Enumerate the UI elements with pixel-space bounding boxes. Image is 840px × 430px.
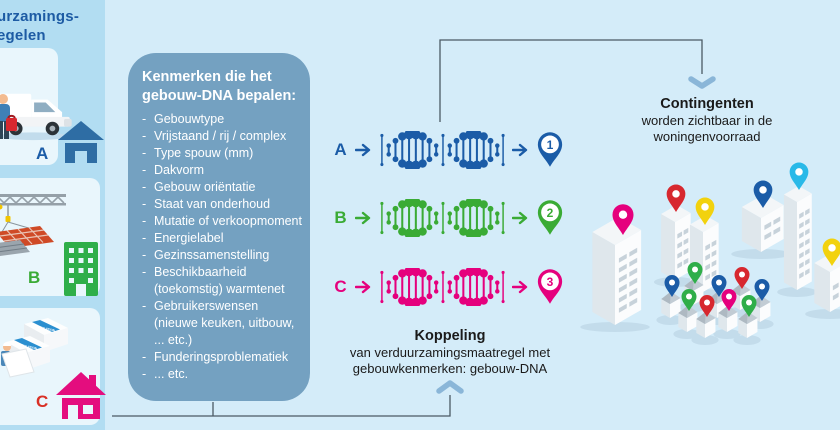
chevron-up-icon: [436, 380, 464, 394]
map-pin-3: 3: [536, 268, 564, 306]
sidebar-title-line2: egelen: [0, 27, 46, 44]
koppeling-caption: Koppeling van verduurzamingsmaatregel me…: [340, 327, 560, 377]
dna-characteristic-item: Gebouwtype: [142, 111, 302, 128]
pin-number-2: 2: [546, 205, 554, 220]
dna-characteristic-item: Mutatie of verkoopmoment: [142, 213, 302, 230]
dna-characteristic-item: Staat van onderhoud: [142, 196, 302, 213]
dna-strand-icon: [380, 268, 505, 306]
city-illustration: [580, 162, 840, 345]
apartment-building-icon-green: [64, 242, 98, 296]
measure-letter-a: A: [36, 144, 49, 163]
arrow-right-icon: [355, 280, 371, 294]
dna-characteristic-item: ... etc.: [142, 366, 302, 383]
dna-characteristic-item: Funderingsproblematiek: [142, 349, 302, 366]
arrow-right-icon: [512, 211, 528, 225]
mapping-row-c: C 3: [332, 267, 564, 307]
dna-characteristic-item: Type spouw (mm): [142, 145, 302, 162]
map-pin-1: 1: [536, 131, 564, 169]
dna-characteristic-item: Dakvorm: [142, 162, 302, 179]
chevron-down-icon: [688, 76, 716, 89]
dna-characteristic-item: Vrijstaand / rij / complex: [142, 128, 302, 145]
gebouw-dna-characteristics-box: Kenmerken die het gebouw-DNA bepalen: Ge…: [128, 53, 310, 401]
dna-box-title: Kenmerken die het gebouw-DNA bepalen:: [142, 69, 297, 104]
arrow-right-icon: [512, 143, 528, 157]
row-label-c: C: [334, 277, 347, 296]
measure-letter-b: B: [28, 268, 41, 287]
sidebar-title: urzamings- egelen: [0, 7, 117, 45]
contingenten-caption: Contingenten worden zichtbaar in de woni…: [612, 95, 802, 145]
arrow-right-icon: [355, 211, 371, 225]
contingenten-title: Contingenten: [660, 96, 754, 112]
measure-card-a: [0, 48, 58, 165]
dna-characteristic-item: Gebouw oriëntatie: [142, 179, 302, 196]
arrow-right-icon: [355, 143, 371, 157]
dna-characteristic-item: Gebruikerswensen (nieuwe keuken, uitbouw…: [142, 298, 302, 349]
pin-number-1: 1: [546, 137, 554, 152]
dna-strand-icon: [380, 131, 505, 169]
mapping-row-a: A 1: [332, 130, 564, 170]
dna-strand-icon: [380, 199, 505, 237]
row-label-b: B: [334, 208, 347, 227]
dna-characteristic-item: Beschikbaarheid (toekomstig) warmtenet: [142, 264, 302, 298]
house-icon-pink: [56, 372, 106, 419]
measure-letter-c: C: [36, 392, 49, 411]
pin-number-3: 3: [546, 274, 554, 289]
dna-characteristics-list: GebouwtypeVrijstaand / rij / complexType…: [142, 111, 302, 383]
sidebar-title-line1: urzamings-: [0, 8, 80, 25]
mapping-row-b: B 2: [332, 198, 564, 238]
map-pin-2: 2: [536, 199, 564, 237]
house-icon-blue: [58, 121, 104, 163]
dna-characteristic-item: Energielabel: [142, 230, 302, 247]
arrow-right-icon: [512, 280, 528, 294]
dna-characteristic-item: Gezinssamenstelling: [142, 247, 302, 264]
row-label-a: A: [334, 140, 347, 159]
koppeling-title: Koppeling: [414, 328, 486, 344]
